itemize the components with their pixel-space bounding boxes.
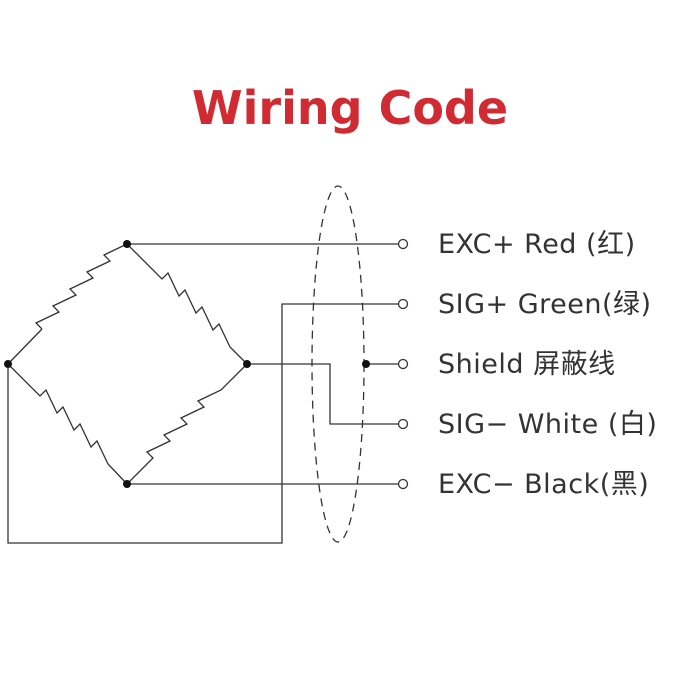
node-bottom <box>123 480 131 488</box>
wire-label-shield: Shield 屏蔽线 <box>438 349 616 380</box>
terminal-sig-plus <box>397 298 409 310</box>
wire-label-exc-plus: EXC+ Red (红) <box>438 229 636 260</box>
bridge-resistor-top-right <box>126 243 248 365</box>
node-shield <box>362 360 370 368</box>
wire-label-exc-minus: EXC− Black(黑) <box>438 469 649 500</box>
wire-sig-plus <box>7 303 398 544</box>
node-top <box>123 240 131 248</box>
bridge-resistor-top-left <box>7 243 128 365</box>
bridge-resistor-bottom-left <box>7 363 128 485</box>
terminal-sig-minus <box>397 418 409 430</box>
node-right <box>243 360 251 368</box>
wire-label-sig-minus: SIG− White (白) <box>438 409 657 440</box>
bridge-resistor-bottom-right <box>126 363 248 485</box>
diagram-title: Wiring Code <box>191 81 509 135</box>
node-left <box>4 360 12 368</box>
terminal-exc-plus <box>397 238 409 250</box>
terminal-shield <box>397 358 409 370</box>
wire-label-sig-plus: SIG+ Green(绿) <box>438 289 652 320</box>
wire-sig-minus <box>247 363 398 425</box>
terminal-exc-minus <box>397 478 409 490</box>
